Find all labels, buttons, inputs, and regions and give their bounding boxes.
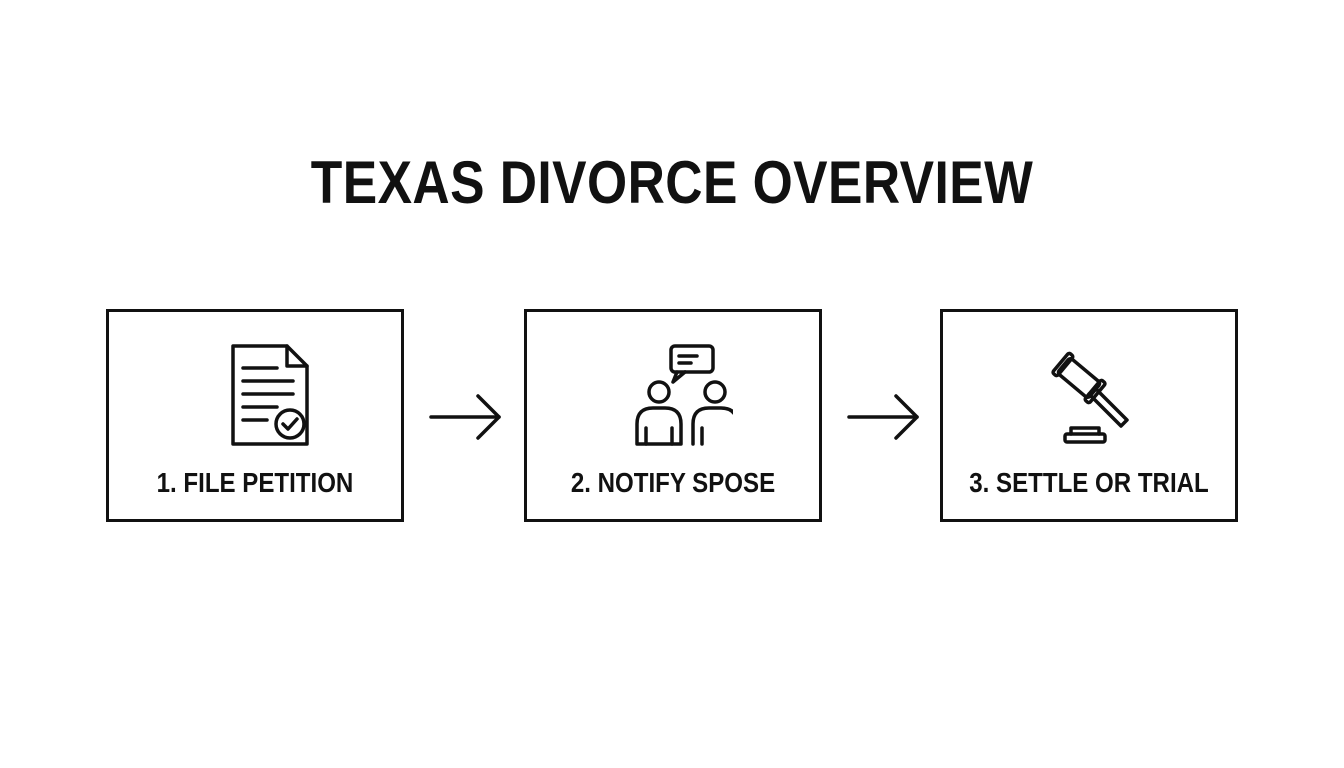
step-box-notify-spouse: 2. NOTIFY SPOSE <box>524 309 822 522</box>
step-box-file-petition: 1. FILE PETITION <box>106 309 404 522</box>
step-label: 3. SETTLE OR TRIAL <box>969 467 1209 498</box>
page-title: TEXAS DIVORCE OVERVIEW <box>310 149 1034 216</box>
document-check-icon <box>195 338 315 458</box>
right-arrow-icon <box>428 391 504 443</box>
gavel-icon <box>1029 338 1149 458</box>
two-people-chat-icon <box>613 338 733 458</box>
step-box-settle-or-trial: 3. SETTLE OR TRIAL <box>940 309 1238 522</box>
right-arrow-icon <box>846 391 922 443</box>
step-label: 1. FILE PETITION <box>156 467 354 498</box>
step-label: 2. NOTIFY SPOSE <box>570 467 776 498</box>
